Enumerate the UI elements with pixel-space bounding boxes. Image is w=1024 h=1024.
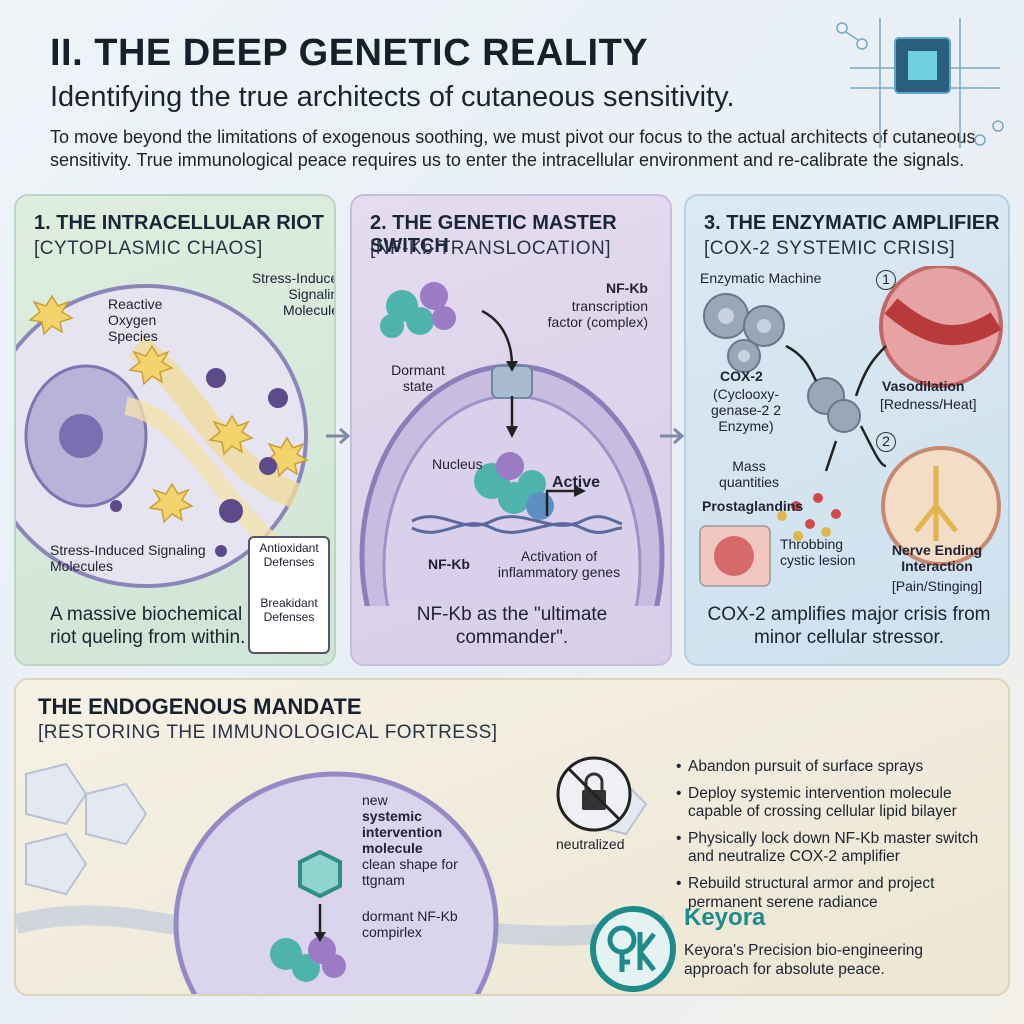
- label-new: new: [362, 792, 388, 808]
- label-stress-bottom: Stress-Induced Signaling Molecules: [50, 542, 206, 575]
- panel-enzymatic-amplifier: 3. THE ENZYMATIC AMPLIFIER [COX-2 SYSTEM…: [684, 194, 1010, 666]
- circuit-decoration-icon: [836, 18, 1004, 148]
- page-subtitle: Identifying the true architects of cutan…: [50, 81, 735, 113]
- label-vasodilation: Vasodilation: [882, 378, 965, 394]
- label-activation: Activation of inflammatory genes: [497, 548, 621, 581]
- label-neutralized: neutralized: [556, 836, 625, 852]
- header: II. THE DEEP GENETIC REALITY Identifying…: [50, 32, 850, 114]
- list-item: Rebuild structural armor and project per…: [676, 875, 996, 912]
- panel-intracellular-riot: 1. THE INTRACELLULAR RIOT [CYTOPLASMIC C…: [14, 194, 336, 666]
- arrow-right-icon: [326, 427, 351, 445]
- mandate-bullet-list: Abandon pursuit of surface sprays Deploy…: [676, 758, 996, 920]
- label-enzymatic-machine: Enzymatic Machine: [700, 270, 822, 286]
- nucleus-illustration-icon: [359, 282, 665, 606]
- list-item: Physically lock down NF-Kb master switch…: [676, 830, 996, 867]
- label-nfkb: NF-Kb: [428, 556, 470, 572]
- label-pain: [Pain/Stinging]: [891, 578, 983, 594]
- panel2-title: 2. THE GENETIC MASTER SWITCH: [370, 212, 617, 257]
- label-dormant-complex: dormant NF-Kb compirlex: [362, 908, 458, 941]
- cell-riot-illustration-icon: [16, 284, 309, 588]
- label-redness: [Redness/Heat]: [880, 396, 977, 412]
- panel2-subtitle: [NF-Kb TRANSLOCATION]: [370, 238, 611, 259]
- panel3-subtitle: [COX-2 SYSTEMIC CRISIS]: [704, 238, 956, 259]
- list-item: Deploy systemic intervention molecule ca…: [676, 785, 996, 822]
- brand-tagline: Keyora's Precision bio-engineering appro…: [684, 942, 924, 978]
- label-stress-top: Stress-Induced Signaling Molecules: [251, 270, 334, 319]
- label-active: Active: [552, 474, 601, 491]
- bottom-subtitle: [RESTORING THE IMMUNOLOGICAL FORTRESS]: [38, 722, 498, 743]
- fortress-cell-illustration-icon: [16, 756, 666, 994]
- panel-endogenous-mandate: THE ENDOGENOUS MANDATE [RESTORING THE IM…: [14, 678, 1010, 996]
- page-title: II. THE DEEP GENETIC REALITY: [50, 32, 649, 74]
- label-nerve-ending: Nerve Ending Interaction: [891, 542, 983, 575]
- panel-genetic-master-switch: 2. THE GENETIC MASTER SWITCH [NF-Kb TRAN…: [350, 194, 672, 666]
- brand-name: Keyora: [684, 904, 766, 931]
- panel3-caption: COX-2 amplifies major crisis from minor …: [707, 604, 991, 649]
- panel1-title: 1. THE INTRACELLULAR RIOT: [34, 212, 324, 234]
- panel3-title: 3. THE ENZYMATIC AMPLIFIER: [704, 212, 1000, 234]
- list-item: Abandon pursuit of surface sprays: [676, 758, 996, 777]
- label-reactive-oxygen: Reactive Oxygen Species: [108, 296, 163, 345]
- label-nucleus: Nucleus: [432, 456, 483, 472]
- label-transcription-factor: transcription factor (complex): [547, 298, 648, 331]
- label-dormant: Dormant state: [391, 362, 445, 395]
- label-antioxidant: Antioxidant Defenses: [259, 541, 319, 569]
- label-breakidant: Breakidant Defenses: [260, 596, 318, 624]
- label-clean-shape: clean shape for ttgnam: [362, 856, 458, 889]
- step-number-2: 2: [876, 432, 896, 452]
- cox2-illustration-icon: [699, 266, 1003, 587]
- arrow-right-icon: [660, 427, 685, 445]
- label-nfkb-top: NF-Kb: [606, 280, 648, 296]
- label-cystic-lesion: Throbbing cystic lesion: [780, 536, 856, 569]
- label-prostaglandins: Prostaglandins: [702, 498, 804, 514]
- panel2-caption: NF-Kb as the "ultimate commander".: [416, 604, 608, 649]
- intro-text: To move beyond the limitations of exogen…: [50, 127, 976, 171]
- label-systemic-molecule: systemic intervention molecule: [362, 808, 443, 857]
- antioxidant-box: Antioxidant Defenses Breakidant Defenses: [248, 536, 330, 654]
- step-number-1: 1: [876, 270, 896, 290]
- label-cox2-full: (Cyclooxy- genase-2 2 Enzyme): [710, 386, 782, 435]
- label-cox2: COX-2: [720, 368, 763, 384]
- panel1-subtitle: [CYTOPLASMIC CHAOS]: [34, 238, 263, 259]
- keyora-logo-icon: [590, 906, 676, 992]
- panel1-caption: A massive biochemical riot queling from …: [50, 604, 246, 649]
- label-mass-quantities: Mass quantities: [719, 458, 779, 491]
- bottom-title: THE ENDOGENOUS MANDATE: [38, 694, 362, 719]
